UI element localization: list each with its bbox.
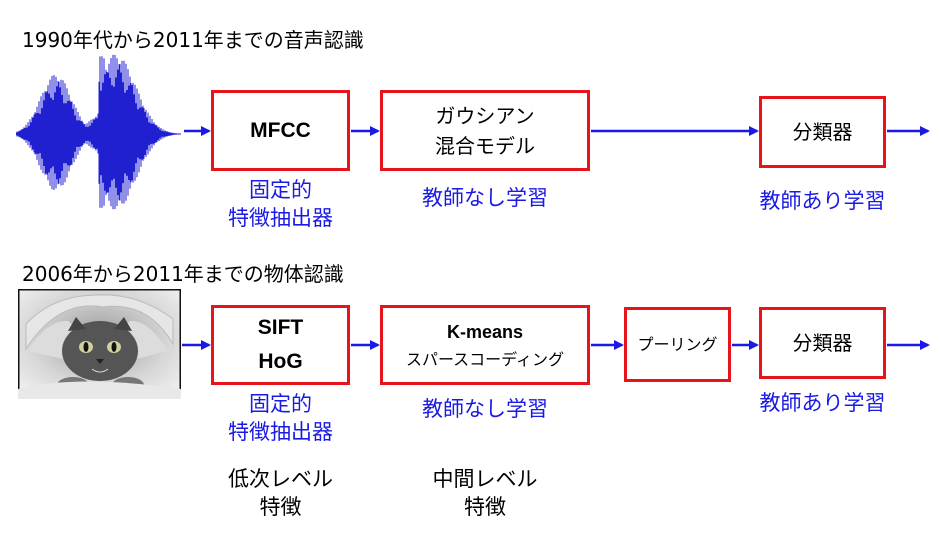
fixed-extractor-label-1: 固定的 特徴抽出器 (228, 178, 333, 230)
gmm-line2: 混合モデル (435, 133, 535, 158)
gmm-box: ガウシアン 混合モデル (380, 90, 590, 171)
sift-label: SIFT (257, 316, 304, 339)
cat-photo-icon (18, 289, 181, 399)
low-level-feature-label: 低次レベル 特徴 (228, 467, 333, 519)
sparse-coding-label: スパースコーディング (405, 350, 565, 369)
pooling-box: プーリング (624, 307, 731, 382)
pooling-label: プーリング (637, 334, 718, 354)
waveform-icon (16, 54, 181, 210)
classifier-label-1: 分類器 (792, 120, 853, 144)
mfcc-label: MFCC (250, 118, 311, 142)
kmeans-box: K-means スパースコーディング (380, 305, 590, 385)
unsupervised-label-2: 教師なし学習 (422, 397, 548, 421)
object-heading: 2006年から2011年までの物体認識 (22, 262, 344, 286)
classifier-label-2: 分類器 (792, 331, 853, 355)
unsupervised-label-1: 教師なし学習 (422, 186, 548, 210)
classifier-box-2: 分類器 (759, 307, 886, 379)
gmm-line1: ガウシアン (435, 103, 535, 128)
supervised-label-2: 教師あり学習 (759, 391, 886, 415)
hog-label: HoG (258, 350, 303, 373)
classifier-box-1: 分類器 (759, 96, 886, 168)
kmeans-label: K-means (446, 322, 524, 342)
supervised-label-1: 教師あり学習 (759, 189, 886, 213)
mfcc-box: MFCC (211, 90, 350, 171)
speech-heading: 1990年代から2011年までの音声認識 (22, 28, 364, 52)
mid-level-feature-label: 中間レベル 特徴 (432, 467, 538, 519)
sift-hog-box: SIFT HoG (211, 305, 350, 385)
fixed-extractor-label-2: 固定的 特徴抽出器 (228, 392, 333, 444)
